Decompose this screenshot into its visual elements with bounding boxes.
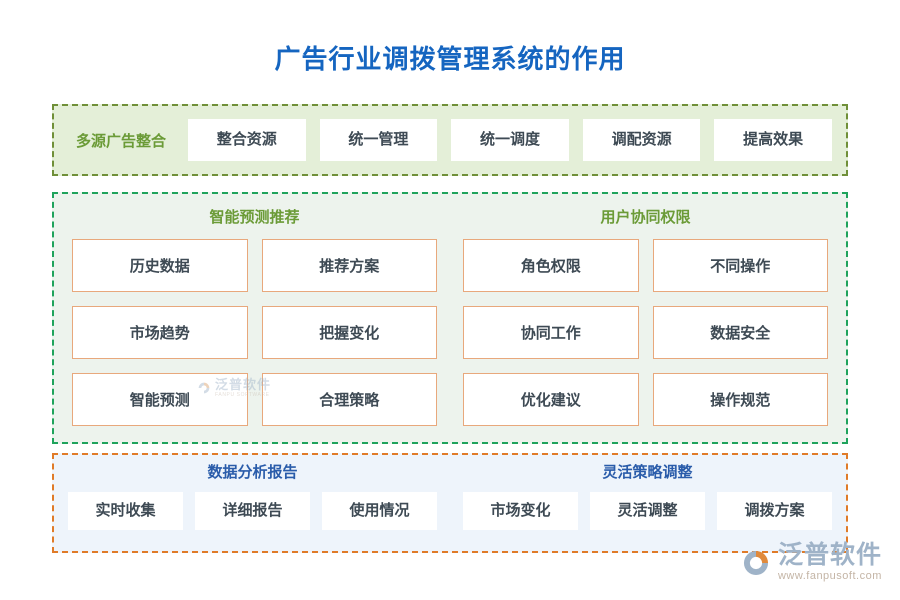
chip-different-operations[interactable]: 不同操作 — [652, 238, 828, 292]
chip-optimization-advice[interactable]: 优化建议 — [463, 372, 639, 426]
column-data-analysis-report: 数据分析报告 实时收集 详细报告 使用情况 — [68, 464, 437, 542]
chip-grasp-change[interactable]: 把握变化 — [261, 305, 437, 359]
chip-improve-effectiveness[interactable]: 提高效果 — [714, 119, 832, 161]
column-flexible-strategy-adjustment: 灵活策略调整 市场变化 灵活调整 调拨方案 — [463, 464, 832, 542]
chip-recommended-plan[interactable]: 推荐方案 — [261, 238, 437, 292]
chip-transfer-plan[interactable]: 调拨方案 — [717, 491, 832, 530]
column-heading-flexible-strategy-adjustment: 灵活策略调整 — [602, 464, 693, 481]
chip-grid-flexible-strategy: 市场变化 灵活调整 调拨方案 — [463, 491, 832, 542]
chip-market-trend[interactable]: 市场趋势 — [72, 305, 248, 359]
chip-grid-smart-prediction: 历史数据 推荐方案 市场趋势 把握变化 智能预测 合理策略 — [72, 238, 437, 426]
section-prediction-and-permissions: 智能预测推荐 历史数据 推荐方案 市场趋势 把握变化 智能预测 合理策略 用户协… — [52, 192, 848, 444]
chip-unified-scheduling[interactable]: 统一调度 — [451, 119, 569, 161]
chip-smart-forecast[interactable]: 智能预测 — [72, 372, 248, 426]
chip-detailed-report[interactable]: 详细报告 — [195, 491, 310, 530]
section-multi-source-integration: 多源广告整合 整合资源 统一管理 统一调度 调配资源 提高效果 — [52, 104, 848, 176]
chip-realtime-collection[interactable]: 实时收集 — [68, 491, 183, 530]
chip-reasonable-strategy[interactable]: 合理策略 — [261, 372, 437, 426]
section-label-multi-source-integration: 多源广告整合 — [76, 132, 167, 150]
chip-market-change[interactable]: 市场变化 — [463, 491, 578, 530]
chip-grid-user-permissions: 角色权限 不同操作 协同工作 数据安全 优化建议 操作规范 — [463, 238, 828, 426]
column-heading-smart-prediction: 智能预测推荐 — [209, 209, 300, 226]
chip-grid-data-analysis-report: 实时收集 详细报告 使用情况 — [68, 491, 437, 542]
chip-collaborative-work[interactable]: 协同工作 — [463, 305, 639, 359]
chip-usage-status[interactable]: 使用情况 — [322, 491, 437, 530]
column-user-collaboration-permissions: 用户协同权限 角色权限 不同操作 协同工作 数据安全 优化建议 操作规范 — [463, 209, 828, 426]
chip-unified-management[interactable]: 统一管理 — [319, 119, 438, 161]
column-heading-user-collaboration-permissions: 用户协同权限 — [600, 209, 691, 226]
brand-url: www.fanpusoft.com — [777, 570, 882, 582]
column-smart-prediction: 智能预测推荐 历史数据 推荐方案 市场趋势 把握变化 智能预测 合理策略 — [72, 209, 437, 426]
fanpu-logo-icon — [743, 550, 769, 575]
chip-role-permissions[interactable]: 角色权限 — [463, 238, 639, 292]
chip-historical-data[interactable]: 历史数据 — [72, 238, 248, 292]
page-title: 广告行业调拨管理系统的作用 — [274, 44, 626, 74]
chip-flexible-adjustment[interactable]: 灵活调整 — [590, 491, 705, 530]
section-reports-and-strategy: 数据分析报告 实时收集 详细报告 使用情况 灵活策略调整 市场变化 灵活调整 调… — [52, 453, 848, 553]
column-heading-data-analysis-report: 数据分析报告 — [207, 464, 298, 481]
brand-logo: 泛普软件 www.fanpusoft.com — [739, 543, 882, 582]
brand-name-cn: 泛普软件 — [777, 541, 882, 569]
chip-integrate-resources[interactable]: 整合资源 — [188, 119, 306, 161]
chip-operation-standards[interactable]: 操作规范 — [652, 372, 828, 426]
chip-data-security[interactable]: 数据安全 — [652, 305, 828, 359]
chip-allocate-resources[interactable]: 调配资源 — [582, 119, 701, 161]
